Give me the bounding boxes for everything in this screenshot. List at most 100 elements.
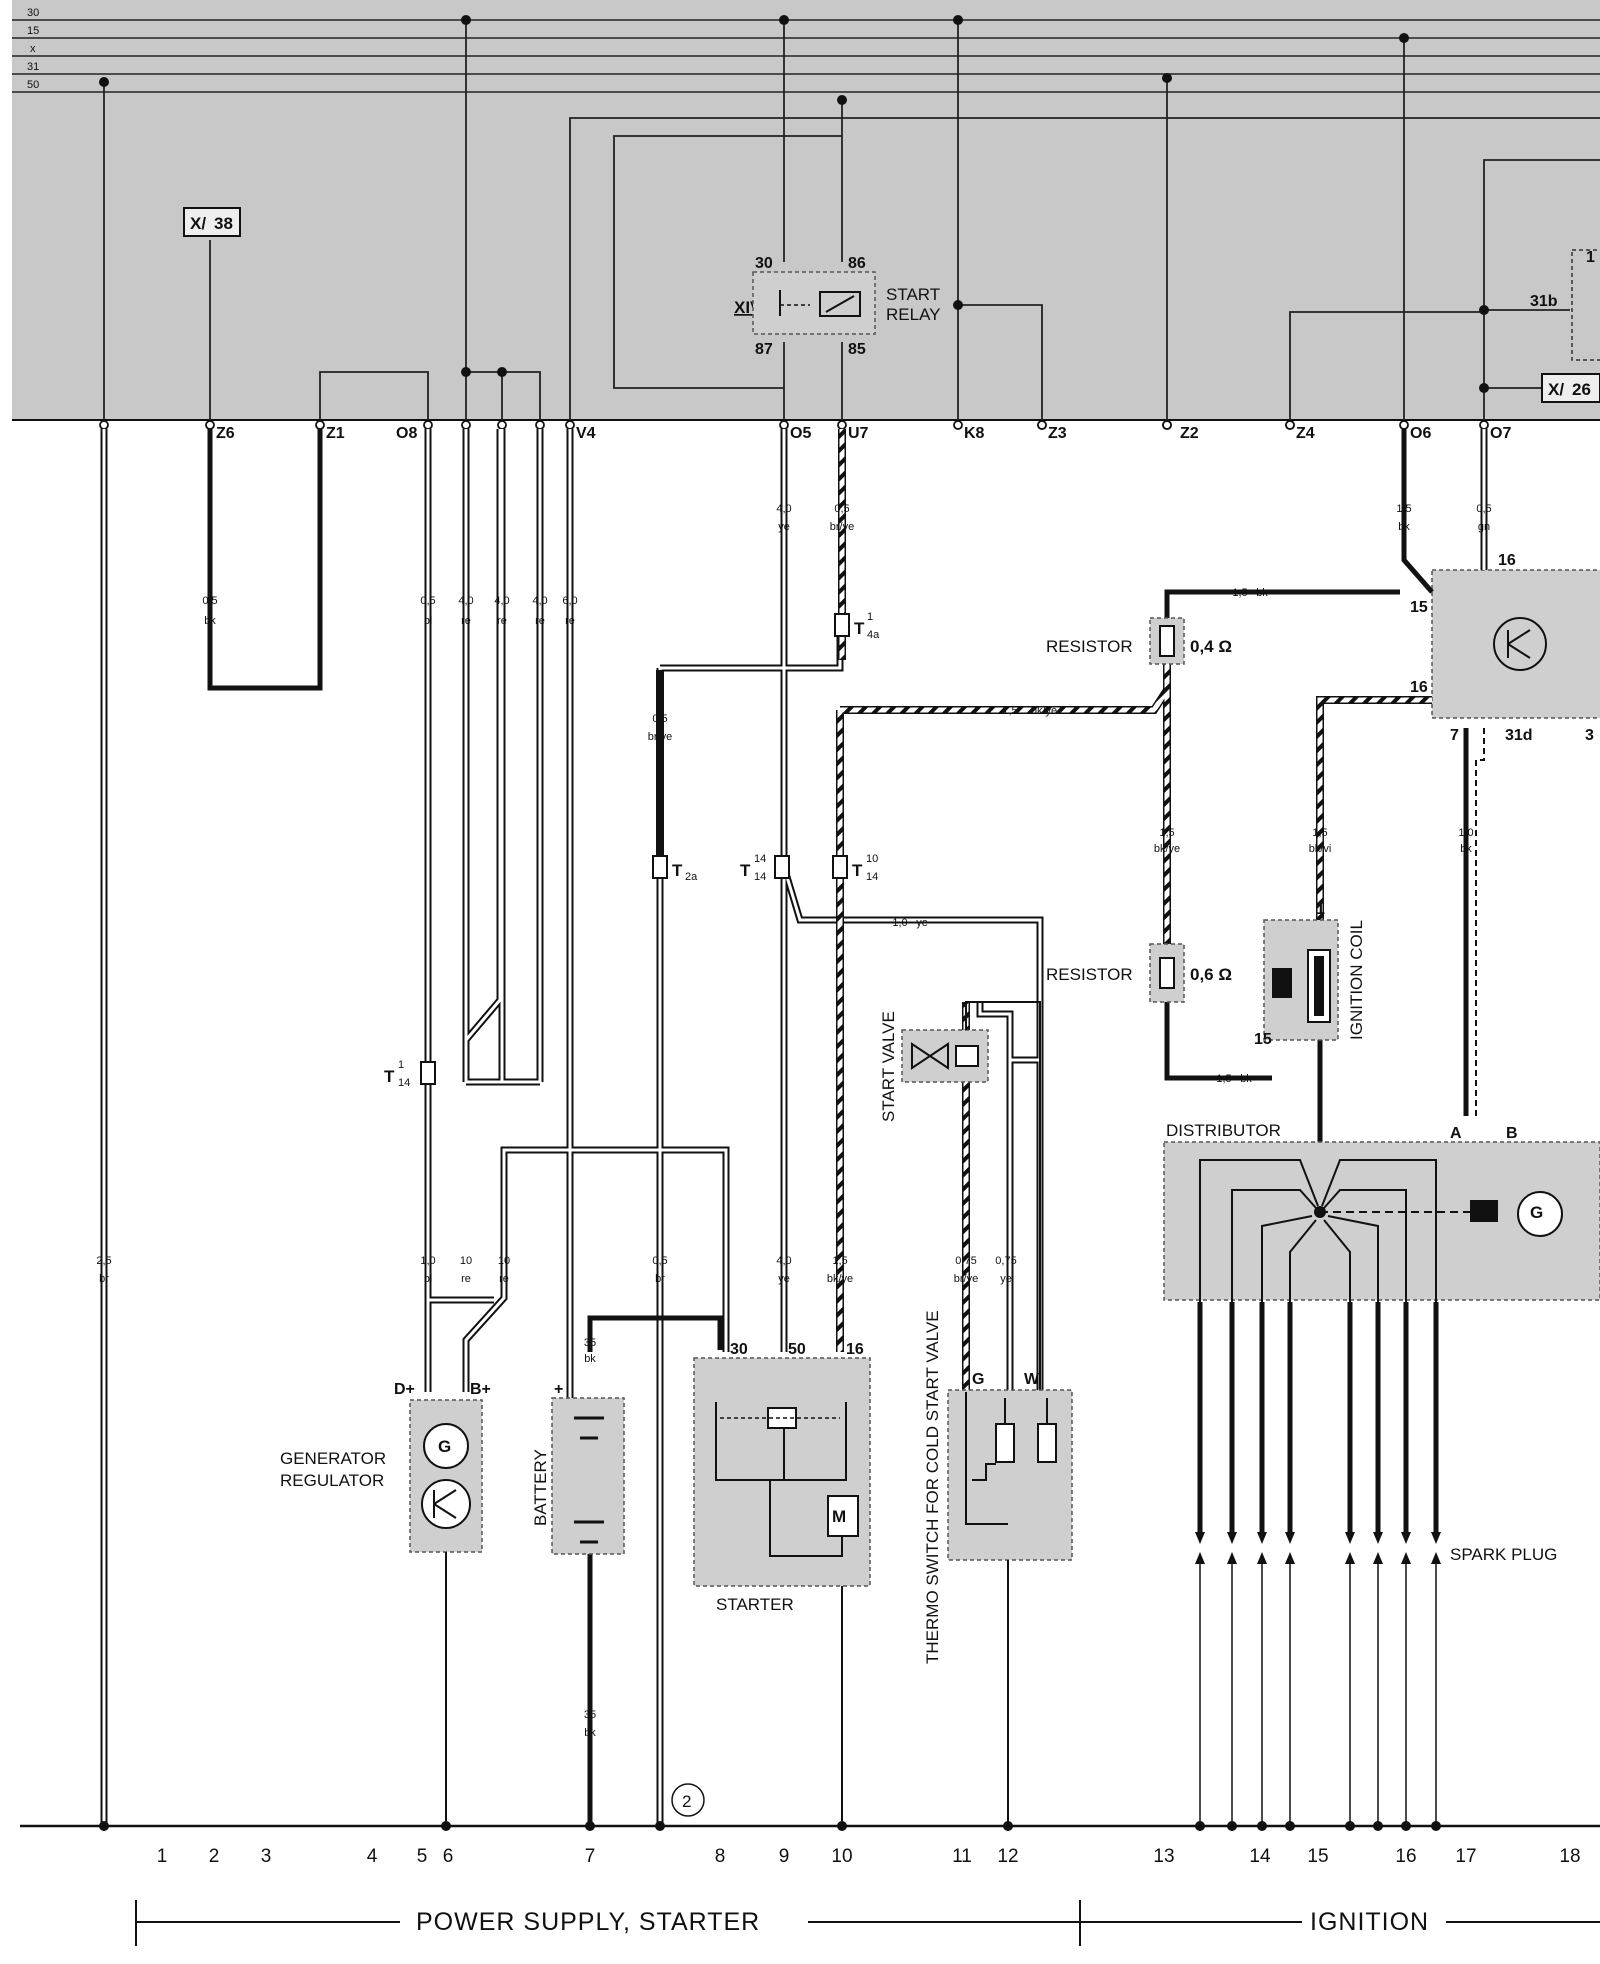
svg-text:0,5: 0,5: [834, 503, 849, 515]
svg-text:38: 38: [214, 214, 233, 233]
svg-text:br: br: [99, 1273, 109, 1285]
starter: M 30 50 16 STARTER: [693, 1341, 871, 1614]
svg-text:bl: bl: [424, 615, 433, 627]
svg-text:12: 12: [997, 1846, 1018, 1867]
ground-ref-badge: 2: [671, 1783, 705, 1817]
svg-text:4,0: 4,0: [776, 503, 791, 515]
thick-wires: [207, 429, 1469, 1826]
connector-o6: O6: [1410, 425, 1431, 442]
connector-z4: Z4: [1296, 425, 1315, 442]
svg-text:RESISTOR: RESISTOR: [1046, 637, 1133, 656]
svg-text:6: 6: [443, 1846, 454, 1867]
svg-text:87: 87: [755, 341, 773, 358]
section-brackets: [135, 1900, 1600, 1946]
svg-text:T: T: [854, 619, 865, 638]
svg-text:re: re: [461, 615, 471, 627]
svg-text:1,5: 1,5: [1216, 1073, 1231, 1085]
svg-text:10: 10: [460, 1255, 472, 1267]
svg-text:4a: 4a: [867, 629, 880, 641]
svg-text:30: 30: [755, 255, 773, 272]
connector-z6: Z6: [216, 425, 235, 442]
svg-text:14: 14: [754, 853, 766, 865]
wire-labels: 0,5bk 0,5bl 4,0re 4,0re 4,0re 6,0re 4,0y…: [96, 503, 1491, 1739]
svg-text:10: 10: [866, 853, 878, 865]
start-valve: START VALVE: [879, 1011, 989, 1122]
svg-text:14: 14: [1249, 1846, 1271, 1867]
svg-text:re: re: [565, 615, 575, 627]
svg-text:4,0: 4,0: [494, 595, 509, 607]
svg-text:+: +: [554, 1381, 563, 1398]
svg-text:13: 13: [1153, 1846, 1174, 1867]
plug-t14-14: T 14 14: [740, 853, 790, 883]
svg-text:A: A: [1450, 1125, 1462, 1142]
svg-text:4,0: 4,0: [458, 595, 473, 607]
plug-t14-10: T 10 14: [832, 853, 878, 883]
svg-text:86: 86: [848, 255, 866, 272]
svg-text:DISTRIBUTOR: DISTRIBUTOR: [1166, 1121, 1281, 1140]
connector-o8: O8: [396, 425, 417, 442]
svg-text:17: 17: [1455, 1846, 1476, 1867]
connector-z2: Z2: [1180, 425, 1199, 442]
svg-text:GENERATOR: GENERATOR: [280, 1449, 386, 1468]
ignition-coil: 1 15 IGNITION COIL: [1254, 901, 1366, 1048]
svg-text:T: T: [384, 1067, 395, 1086]
svg-text:T: T: [740, 861, 751, 880]
svg-text:br: br: [655, 1273, 665, 1285]
svg-text:ye: ye: [778, 1273, 790, 1285]
svg-text:W: W: [1024, 1371, 1040, 1388]
connector-z1: Z1: [326, 425, 345, 442]
svg-text:31d: 31d: [1505, 727, 1533, 744]
plug-t14-1: T 1 14: [384, 1059, 436, 1089]
bus-label-50: 50: [27, 79, 39, 91]
svg-text:M: M: [832, 1507, 846, 1526]
bus-label-30: 30: [27, 7, 39, 19]
svg-text:0,5: 0,5: [652, 1255, 667, 1267]
svg-text:15: 15: [1254, 1031, 1272, 1048]
thermo-switch: G W THERMO SWITCH FOR COLD START VALVE: [923, 1310, 1073, 1664]
svg-text:bk/ye: bk/ye: [1031, 705, 1057, 717]
svg-text:2a: 2a: [685, 871, 698, 883]
dashed-wire-31d: [1475, 728, 1485, 1116]
fuse-ref-x38: X/ 38: [183, 207, 241, 237]
svg-text:START VALVE: START VALVE: [879, 1011, 898, 1122]
svg-text:START: START: [886, 285, 940, 304]
svg-text:D+: D+: [394, 1381, 415, 1398]
svg-text:30: 30: [730, 1341, 748, 1358]
svg-text:STARTER: STARTER: [716, 1595, 794, 1614]
svg-text:1: 1: [1586, 249, 1595, 266]
svg-text:2: 2: [209, 1846, 220, 1867]
svg-text:10: 10: [831, 1846, 852, 1867]
svg-text:T: T: [672, 861, 683, 880]
distributor: G DISTRIBUTOR A B: [1163, 1121, 1600, 1302]
connector-z3: Z3: [1048, 425, 1067, 442]
connector-v4: V4: [576, 425, 596, 442]
svg-text:X/: X/: [1548, 380, 1564, 399]
svg-text:0,6 Ω: 0,6 Ω: [1190, 965, 1232, 984]
svg-text:bk: bk: [1256, 587, 1268, 599]
svg-text:G: G: [438, 1437, 451, 1456]
generator-regulator: G D+ B+ GENERATOR REGULATOR: [280, 1381, 491, 1553]
svg-text:0,5: 0,5: [202, 595, 217, 607]
svg-text:15: 15: [1307, 1846, 1328, 1867]
bus-label-x: x: [30, 43, 36, 55]
svg-text:IGNITION COIL: IGNITION COIL: [1347, 920, 1366, 1040]
svg-text:bk: bk: [584, 1353, 596, 1365]
svg-text:br/ye: br/ye: [954, 1273, 978, 1285]
svg-text:BATTERY: BATTERY: [531, 1449, 550, 1526]
svg-text:10: 10: [498, 1255, 510, 1267]
connector-u7: U7: [848, 425, 869, 442]
svg-text:50: 50: [788, 1341, 806, 1358]
svg-text:1: 1: [157, 1846, 168, 1867]
svg-text:T: T: [852, 861, 863, 880]
svg-text:14: 14: [754, 871, 766, 883]
connector-o5: O5: [790, 425, 811, 442]
svg-text:2,5: 2,5: [96, 1255, 111, 1267]
bus-label-15: 15: [27, 25, 39, 37]
svg-text:4,0: 4,0: [532, 595, 547, 607]
plug-t2a: T 2a: [652, 855, 698, 883]
svg-text:1,5: 1,5: [1002, 705, 1017, 717]
bus-label-31: 31: [27, 61, 39, 73]
connector-k8: K8: [964, 425, 985, 442]
svg-text:0,4 Ω: 0,4 Ω: [1190, 637, 1232, 656]
